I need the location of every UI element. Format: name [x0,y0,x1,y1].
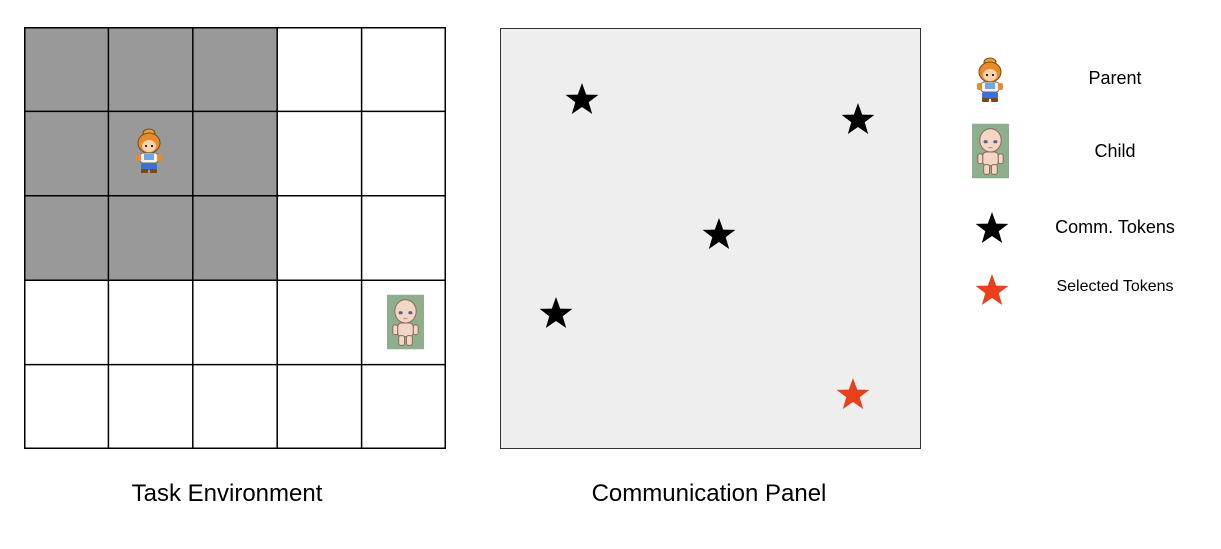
grid-cell [277,111,362,196]
shaded-grid-cell [24,195,109,281]
legend-label-comm-tokens: Comm. Tokens [1055,217,1175,237]
grid-cell [24,280,109,365]
comm-token-star [538,295,574,331]
shaded-grid-cell [192,111,278,196]
grid-cell [24,364,109,449]
shaded-grid-cell [108,195,193,281]
shaded-grid-cell [192,195,278,281]
grid-cell [361,195,446,281]
task-environment-caption: Task Environment [131,480,323,507]
black-star-icon [974,210,1010,246]
grid-cell [361,364,446,449]
comm-token-star [840,101,876,137]
selected-token-star [835,376,871,412]
shaded-grid-cell [24,27,109,112]
task-environment-grid [24,27,446,449]
grid-cell [277,195,362,281]
red-star-icon [974,272,1010,308]
child-sprite-icon [972,123,1009,179]
grid-cell [361,27,446,112]
legend-label-selected-tokens: Selected Tokens [1056,278,1174,295]
grid-cell [277,280,362,365]
child-agent-sprite [387,294,424,350]
grid-cell [192,280,278,365]
grid-cell [108,364,193,449]
comm-token-star [701,216,737,252]
grid-cell [361,111,446,196]
grid-cell [192,364,278,449]
shaded-grid-cell [192,27,278,112]
legend-label-parent: Parent [1088,68,1142,88]
parent-sprite-icon [974,55,1006,103]
grid-cell [277,27,362,112]
legend-label-child: Child [1094,141,1136,161]
grid-cell [108,280,193,365]
shaded-grid-cell [108,27,193,112]
shaded-grid-cell [24,111,109,196]
parent-agent-sprite [133,126,165,174]
comm-token-star [564,81,600,117]
communication-panel-caption: Communication Panel [591,480,827,507]
grid-cell [277,364,362,449]
